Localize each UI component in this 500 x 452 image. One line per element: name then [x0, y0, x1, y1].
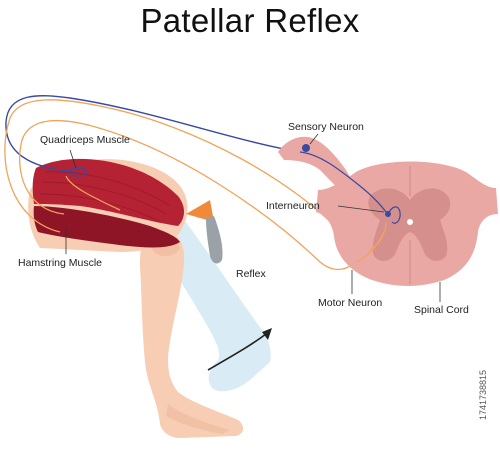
sensory-ganglion	[302, 144, 310, 152]
motor-nerve-inner	[19, 119, 357, 271]
page-title: Patellar Reflex	[140, 2, 360, 39]
hamstring-muscle-shape	[33, 206, 181, 248]
label-reflex: Reflex	[236, 268, 266, 280]
sensory-nerve	[5, 95, 301, 173]
pointer-interneuron	[337, 205, 385, 213]
lower-leg	[140, 227, 244, 438]
hammer-head	[186, 200, 214, 222]
foot-shade	[166, 404, 230, 434]
motor-neuron-path	[355, 221, 387, 263]
label-spinal-cord: Spinal Cord	[414, 304, 469, 316]
stock-id: 1741738815	[478, 369, 488, 420]
pointer-sensory	[309, 133, 319, 145]
reflex-motion-arrow	[207, 333, 267, 371]
label-interneuron: Interneuron	[266, 200, 320, 212]
reflex-motion-arrowhead	[262, 328, 272, 340]
central-canal	[407, 219, 413, 225]
interneuron-path	[387, 206, 401, 224]
label-sensory-neuron: Sensory Neuron	[288, 121, 364, 133]
spinal-cord	[278, 136, 498, 286]
label-hamstring: Hamstring Muscle	[18, 257, 103, 269]
muscle-striations	[39, 171, 171, 243]
stock-id-strip: 1741738815	[478, 300, 498, 430]
quadriceps-muscle-shape	[32, 158, 184, 226]
hammer-handle	[206, 216, 223, 264]
label-quadriceps: Quadriceps Muscle	[40, 134, 130, 146]
pointer-quadriceps	[69, 149, 77, 169]
motor-nerve-branch	[65, 175, 121, 211]
sensory-neuron-path	[299, 151, 387, 213]
reflex-hammer[interactable]	[186, 200, 223, 264]
pointer-lines	[65, 133, 441, 302]
label-motor-neuron: Motor Neuron	[318, 297, 383, 309]
muscle-spindle	[68, 167, 88, 177]
